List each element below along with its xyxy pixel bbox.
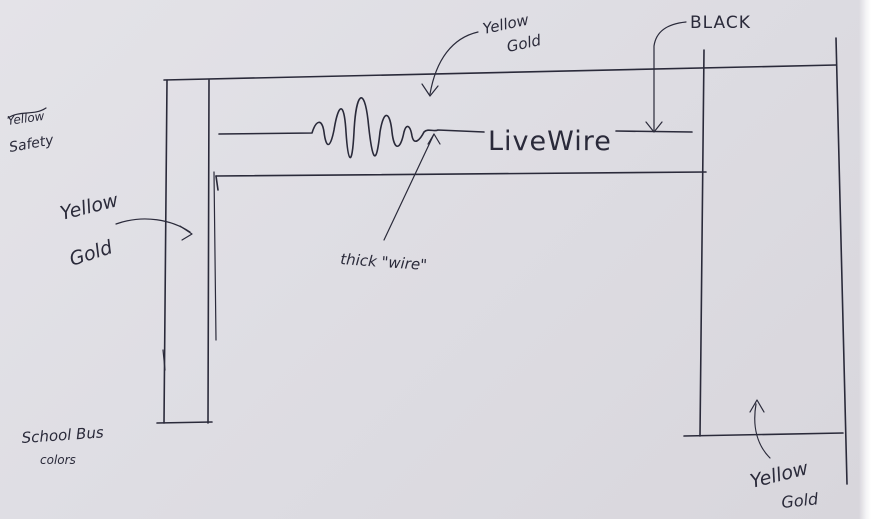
annotation-margin-line2: Safety <box>8 132 56 156</box>
sign-board <box>164 65 836 340</box>
annotation-thick-wire-label: thick "wire" <box>340 250 428 274</box>
thick-wire <box>219 98 692 158</box>
annotation-bottom-gold-line2: Gold <box>780 489 819 512</box>
annotation-left-gold-line2: Gold <box>67 236 116 271</box>
annotation-school-bus: School Bus colors <box>21 423 104 467</box>
annotation-margin-scribble: Yellow Safety <box>6 108 55 156</box>
right-post <box>684 38 847 484</box>
annotation-top-gold: Yellow Gold <box>422 10 543 96</box>
annotation-school-bus-line1: School Bus <box>21 423 104 447</box>
left-post <box>157 80 212 423</box>
annotation-margin-line1: Yellow <box>6 109 45 128</box>
annotation-bottom-gold: Yellow Gold <box>748 400 820 512</box>
sign-text: LiveWire <box>488 126 612 157</box>
annotation-bottom-gold-line1: Yellow <box>748 457 811 493</box>
annotation-left-gold-line1: Yellow <box>58 189 121 225</box>
annotation-top-gold-line2: Gold <box>505 31 543 56</box>
annotation-school-bus-line2: colors <box>40 453 76 467</box>
annotation-black-label: BLACK <box>690 13 751 33</box>
annotation-left-gold: Yellow Gold <box>58 189 192 271</box>
annotation-thick-wire: thick "wire" <box>340 134 440 274</box>
annotation-black: BLACK <box>646 13 751 132</box>
